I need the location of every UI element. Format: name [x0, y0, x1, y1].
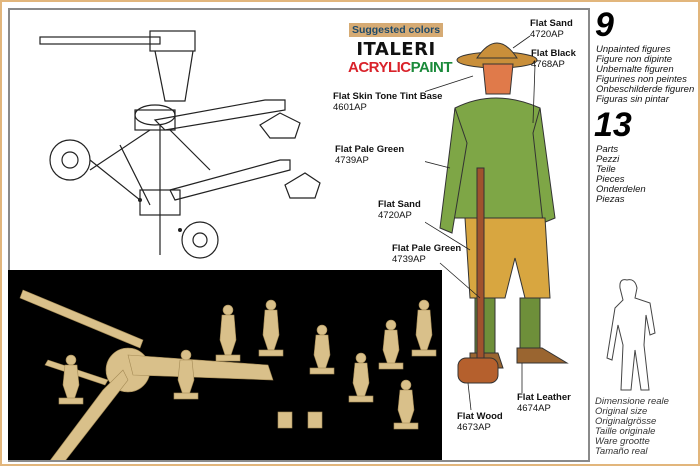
- label: Figure non dipinte: [596, 54, 673, 65]
- label: Figuras sin pintar: [596, 94, 669, 105]
- paint-name: Flat Wood: [457, 411, 503, 422]
- paint-name: Flat Pale Green: [335, 144, 405, 155]
- label: Parts: [596, 144, 619, 155]
- parts-count: 13: [594, 106, 632, 144]
- acrylic-word: ACRYLIC: [348, 59, 411, 76]
- label: Piezas: [596, 194, 625, 205]
- paint-name: Flat Leather: [517, 392, 571, 403]
- italeri-logo: ITALERI: [356, 39, 436, 60]
- suggested-colors-label: Suggested colors: [348, 23, 444, 37]
- label: Dimensione reale: [595, 396, 669, 407]
- parts-labels: Parts Pezzi Teile Pieces Onderdelen Piez…: [596, 145, 646, 205]
- label: Taille originale: [595, 426, 656, 437]
- paint-code: 4673AP: [457, 422, 491, 433]
- label: Teile: [596, 164, 616, 175]
- label: Original size: [595, 406, 648, 417]
- paint-name: Flat Sand: [530, 18, 573, 29]
- soldier-illustration: [425, 35, 569, 411]
- paint-word: PAINT: [410, 59, 453, 76]
- original-size-silhouette: [606, 279, 656, 391]
- label: Figurines non peintes: [596, 74, 687, 85]
- label: Unbemalte figuren: [596, 64, 674, 75]
- size-labels: Dimensione reale Original size Originalg…: [595, 397, 669, 457]
- paint-code: 4739AP: [335, 155, 369, 166]
- italeri-brand: Suggested colors ITALERI ACRYLICPAINT: [348, 20, 453, 76]
- paint-code: 4720AP: [530, 29, 564, 40]
- paint-name: Flat Black: [531, 48, 576, 59]
- label: Tamaño real: [595, 446, 648, 457]
- label: Onbeschilderde figuren: [596, 84, 695, 95]
- soldier-figures: [58, 299, 437, 430]
- label: Onderdelen: [596, 184, 646, 195]
- paint-name: Flat Sand: [378, 199, 421, 210]
- paint-code: 4768AP: [531, 59, 565, 70]
- assembly-diagram: [39, 30, 321, 259]
- paint-code: 4739AP: [392, 254, 426, 265]
- paint-name: Flat Pale Green: [392, 243, 462, 254]
- label: Pezzi: [596, 154, 620, 165]
- paint-code: 4601AP: [333, 102, 367, 113]
- product-photo: [8, 270, 442, 466]
- label: Unpainted figures: [596, 44, 671, 55]
- figure-count: 9: [595, 6, 614, 44]
- paint-name: Flat Skin Tone Tint Base: [333, 91, 443, 102]
- gun-barrel: [19, 289, 144, 349]
- figures-labels: Unpainted figures Figure non dipinte Unb…: [596, 45, 694, 105]
- acrylic-paint-logo: ACRYLICPAINT: [348, 59, 453, 76]
- paint-code: 4674AP: [517, 403, 551, 414]
- label: Originalgrösse: [595, 416, 657, 427]
- label: Pieces: [596, 174, 625, 185]
- paint-code: 4720AP: [378, 210, 412, 221]
- label: Ware grootte: [595, 436, 650, 447]
